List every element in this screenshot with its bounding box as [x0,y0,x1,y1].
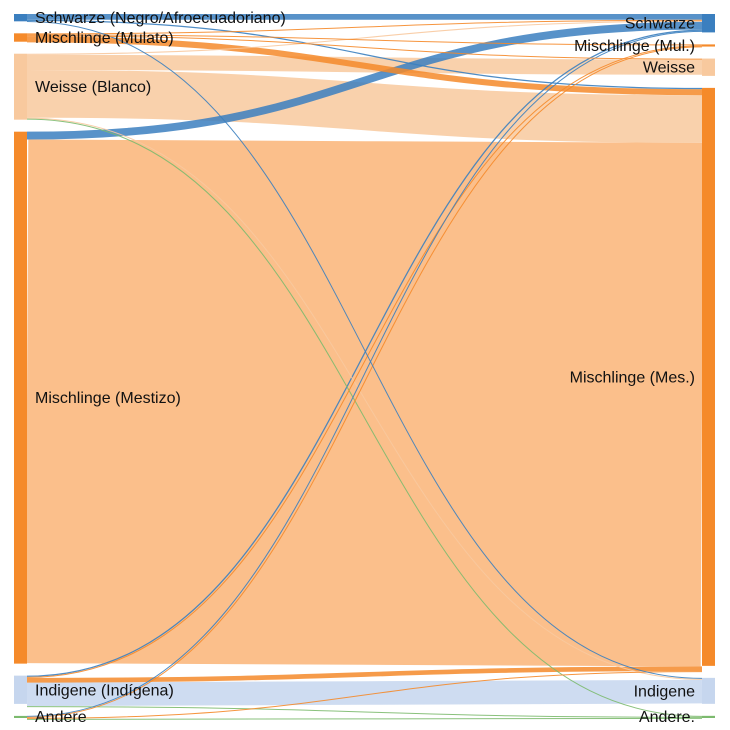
left-node-label-indigene-ind-gena: Indigene (Indígena) [35,682,174,699]
flow-l-mulato-to-r-weisse [26,35,703,60]
right-node-bar-schwarze [702,14,715,33]
flow-l-andere-to-r-mulato [26,46,703,718]
left-node-bar-schwarze-negro-afroecuadoriano [14,14,27,22]
left-node-bar-weisse-blanco [14,53,27,120]
flow-l-weisse-to-r-schwarze [26,20,703,55]
flow-l-andere-to-r-schwarze [26,30,703,717]
right-node-label-schwarze: Schwarze [625,16,695,33]
right-node-bar-mischlinge-mes [702,87,715,666]
flow-l-weisse-to-r-andere [26,118,703,717]
left-node-label-mischlinge-mestizo: Mischlinge (Mestizo) [35,390,181,407]
flow-l-indigene-to-r-indigene [26,679,703,707]
flow-l-indigene-to-r-mulato [26,45,703,678]
right-node-bar-mischlinge-mul [702,44,715,47]
flow-l-mulato-to-r-mestizo [26,36,703,96]
flow-l-weisse-to-r-indigene [26,117,703,680]
right-node-label-indigene: Indigene [634,683,695,700]
left-node-label-schwarze-negro-afroecuadoriano: Schwarze (Negro/Afroecuadoriano) [35,10,286,27]
sankey-flows [26,14,703,720]
left-node-bar-mischlinge-mestizo [14,131,27,664]
flow-l-mulato-to-r-schwarze [26,19,703,35]
flow-l-weisse-to-r-mestizo [26,69,703,143]
sankey-labels: Schwarze (Negro/Afroecuadoriano) Mischlin… [35,10,695,726]
flow-l-andere-to-r-andere [26,717,703,720]
left-node-bar-mischlinge-mulato [14,33,27,42]
flow-l-schwarze-to-r-mestizo [26,19,703,90]
flow-l-andere-to-r-mestizo [26,671,703,719]
left-node-label-mischlinge-mulato: Mischlinge (Mulato) [35,30,174,47]
sankey-nodes [14,14,715,718]
right-node-bar-andere [702,715,715,718]
right-node-label-andere: Andere. [639,709,695,726]
left-node-label-andere: Andere [35,709,87,726]
right-node-bar-weisse [702,58,715,76]
right-node-label-mischlinge-mes: Mischlinge (Mes.) [570,369,695,386]
right-node-label-weisse: Weisse [643,60,695,77]
right-node-label-mischlinge-mul: Mischlinge (Mul.) [574,38,695,55]
flow-l-indigene-to-r-schwarze [26,29,703,677]
right-node-bar-indigene [702,677,715,704]
flow-l-mulato-to-r-mulato [26,34,703,46]
flow-l-schwarze-to-r-indigene [26,21,703,679]
left-node-bar-indigene-ind-gena [14,675,27,704]
flow-l-indigene-to-r-mestizo [26,666,703,683]
flow-l-mestizo-to-r-schwarze [26,21,703,140]
flow-l-indigene-to-r-andere [26,706,703,718]
flow-l-mestizo-to-r-mestizo [26,139,703,667]
left-node-label-weisse-blanco: Weisse (Blanco) [35,79,151,96]
left-node-bar-andere [14,715,27,718]
